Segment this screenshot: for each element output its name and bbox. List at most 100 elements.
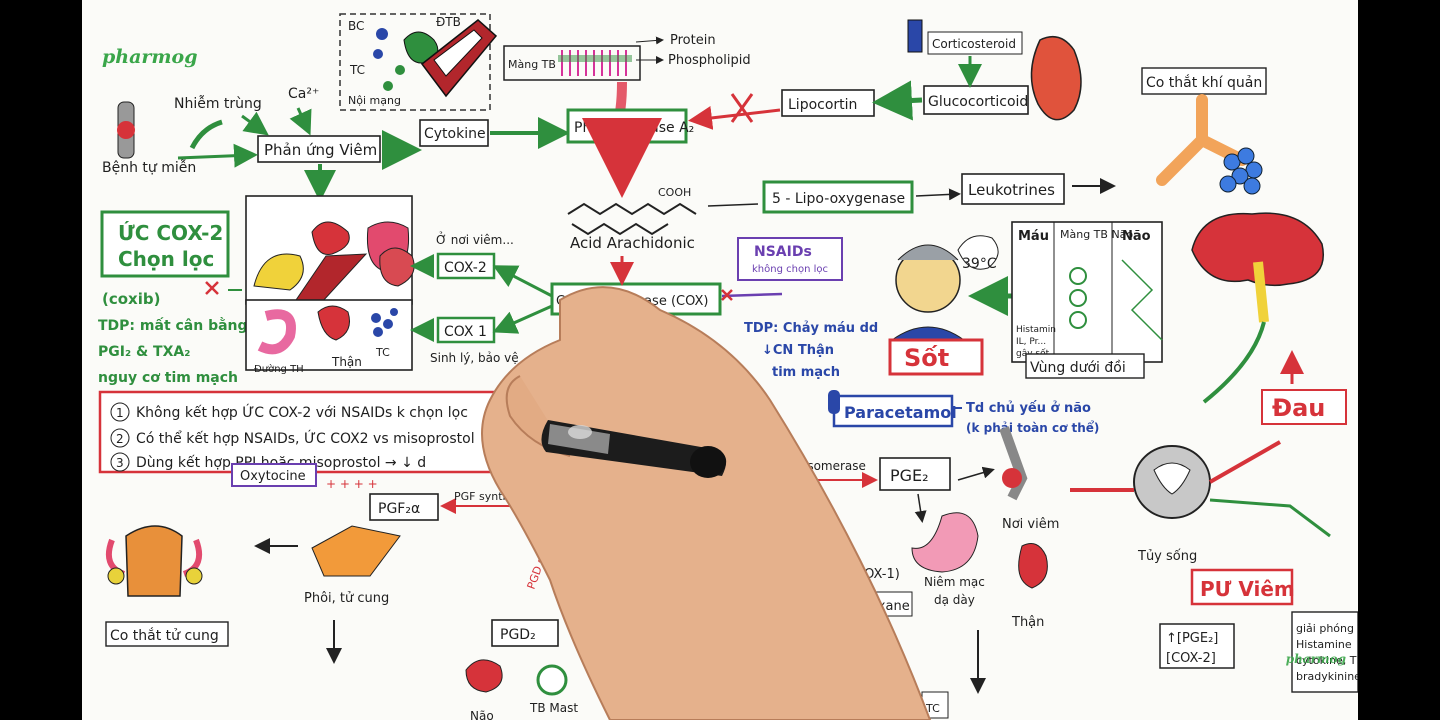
label-isomerase: isomerase (804, 459, 866, 473)
paracetamol-panel: Paracetamol Td chủ yếu ở não (k phải toà… (828, 390, 1099, 435)
label-tdp-right-1: TDP: Chảy máu dd (744, 321, 878, 336)
svg-text:2: 2 (116, 432, 124, 446)
fever-panel: 39°C Sốt Máu Màng TB Não Não Histamin IL… (888, 221, 1163, 379)
pharmog-watermark: pharmog (1285, 652, 1346, 666)
notes-panel: 1 2 3 Không kết hợp ỨC COX-2 với NSAIDs … (98, 390, 538, 474)
label-pge2b: ↑[PGE₂] (1166, 631, 1218, 646)
label-k-phai: (k phải toàn cơ thể) (966, 420, 1099, 435)
phospholipase-row: Phospholipase A₂ Lipocortin Glucocortico… (566, 19, 1082, 198)
label-pgi-txa: PGI₂ & TXA₂ (98, 344, 190, 360)
label-bc: BC (348, 19, 364, 33)
arachidonic-acid: COOH Acid Arachidonic 5 - Lipo-oxygenase… (567, 173, 1116, 286)
label-nao2: Não (470, 709, 494, 720)
label-giai-phong-1: Histamine (1296, 638, 1352, 651)
box-vung-duoi-doi: Vùng dưới đồi (1030, 359, 1126, 376)
pgf-uterus: Oxytocine + + + + PGF₂α PGF synthase Phô… (105, 463, 532, 664)
label-tuy-song: Tủy sống (1137, 549, 1197, 564)
label-coxib: (coxib) (102, 290, 160, 308)
pharmog-logo: pharmog (102, 46, 198, 68)
pge2-branch: isomerase PGE₂ Nơi viêm Niêm mạc dạ dày … (804, 426, 1059, 719)
box-phan-ung-viem: Phản ứng Viêm (264, 141, 377, 159)
label-duong-th: Đường TH (254, 363, 304, 375)
label-nguy-co: nguy cơ tim mạch (98, 370, 238, 386)
bronchi-illustration: Co thắt khí quản (1141, 67, 1267, 195)
label-phospholipid: Phospholipid (668, 53, 751, 68)
label-mang-tb: Màng TB (508, 58, 556, 71)
box-glucocorticoid: Glucocorticoid (928, 94, 1028, 110)
box-co-that-tu-cung: Co thắt tử cung (110, 627, 219, 644)
label-dtb: ĐTB (436, 15, 461, 29)
label-sot: Sốt (904, 344, 949, 372)
note-3: Dùng kết hợp PPI hoặc misoprostol → ↓ d (136, 454, 426, 471)
label-benh-tu-mien: Bệnh tự miễn (102, 159, 196, 176)
box-cox2: COX-2 (444, 260, 487, 276)
box-lipocortin: Lipocortin (788, 97, 857, 113)
label-nsaids: NSAIDs (754, 244, 812, 260)
label-ca: Ca²⁺ (288, 86, 319, 102)
label-tc2: TC (375, 346, 390, 359)
label-tdp-left: TDP: mất cân bằng (98, 317, 248, 334)
svg-text:+ + + +: + + + + (326, 477, 378, 491)
label-pu-viem: PƯ Viêm (1200, 577, 1295, 601)
box-cytokine: Cytokine (424, 126, 486, 142)
label-phoi-tu-cung: Phôi, tử cung (304, 591, 389, 606)
label-uc-cox2: ỨC COX-2 (118, 221, 223, 245)
label-dau: Đau (1272, 394, 1325, 422)
box-cyclo-oxygenase: Cyclo-oxygenase (COX) (556, 294, 708, 309)
label-nao: Não (1122, 229, 1151, 244)
whiteboard-drawing: BC ĐTB TC Nội mạng Màng TB Protein Phosp… (82, 0, 1358, 720)
label-temp: 39°C (962, 256, 997, 272)
box-corticosteroid: Corticosteroid (932, 37, 1016, 51)
spinal-cord: Tủy sống PƯ Viêm ↑[PGE₂] [COX-2] giải ph… (1070, 440, 1358, 693)
label-o-noi-viem: Ở nơi viêm... (436, 231, 514, 247)
label-giai-phong-3: bradykinine... (1296, 670, 1358, 683)
svg-text:1: 1 (116, 406, 124, 420)
label-cox1b: (COX-1) (850, 567, 900, 582)
label-chon-loc: Chọn lọc (118, 247, 214, 271)
cell-illustration: BC ĐTB TC Nội mạng Màng TB Protein Phosp… (339, 13, 751, 130)
uterus-tissue (311, 525, 401, 577)
label-sinh-ly: Sinh lý, bảo vệ (430, 351, 519, 365)
label-da-day: dạ dày (934, 593, 975, 607)
label-tc3: TC (925, 702, 940, 715)
box-co-that-khi-quan: Co thắt khí quản (1146, 74, 1262, 91)
label-tdp-right-2: ↓CN Thận (762, 343, 834, 358)
label-nhiem-trung: Nhiễm trùng (174, 95, 262, 112)
label-pgd-synthase: PGD synthase (525, 514, 564, 591)
box-leukotrines: Leukotrines (968, 181, 1055, 199)
label-giai-phong-2: cytokine, TNF (1296, 654, 1358, 667)
label-td-chu-yeu: Td chủ yếu ở não (966, 401, 1091, 416)
label-niem-mac: Niêm mạc (924, 575, 985, 589)
label-il: IL, Pr... (1016, 337, 1046, 347)
label-khong-chon-loc: không chọn lọc (752, 263, 828, 275)
box-pgd2: PGD₂ (500, 627, 536, 643)
box-pgf2a: PGF₂α (378, 501, 420, 517)
box-cox1: COX 1 (444, 324, 487, 340)
label-cooh: COOH (658, 186, 691, 199)
label-mau: Máu (1018, 229, 1049, 244)
label-noi-viem: Nơi viêm (1002, 517, 1059, 532)
brain-illustration: Đau (1191, 212, 1347, 425)
note-2: Có thể kết hợp NSAIDs, ỨC COX2 vs misopr… (136, 429, 475, 447)
label-than2: Thận (1011, 615, 1044, 630)
label-tb-mast: TB Mast (529, 701, 578, 715)
nsaids-panel: NSAIDs không chọn lọc TDP: Chảy máu dd ↓… (721, 237, 878, 380)
label-tdp-right-3: tim mạch (772, 365, 840, 380)
svg-text:3: 3 (116, 456, 124, 470)
box-oxytocine: Oxytocine (240, 469, 306, 484)
label-giai-phong-0: giải phóng (1296, 622, 1354, 635)
box-lipo-oxygenase: 5 - Lipo-oxygenase (772, 191, 905, 207)
box-pge2: PGE₂ (890, 466, 929, 485)
label-histamine: Histamin (1016, 325, 1056, 335)
box-paracetamol: Paracetamol (844, 403, 957, 422)
pgd2-branch: PGD synthase PGD₂ TB Mast Não (465, 514, 578, 720)
inflammation-causes: Bệnh tự miễn Nhiễm trùng Ca²⁺ Phản ứng V… (102, 86, 570, 202)
label-mang-tb-nao: Màng TB Não (1060, 228, 1133, 241)
label-than: Thận (331, 355, 362, 369)
pharmacology-mindmap: BC ĐTB TC Nội mạng Màng TB Protein Phosp… (98, 13, 1358, 720)
label-protein: Protein (670, 33, 716, 48)
label-tc: TC (349, 63, 365, 77)
label-pgf-synthase: PGF synthase (454, 490, 529, 503)
label-noi-mang: Nội mạng (348, 94, 401, 107)
note-1: Không kết hợp ỨC COX-2 với NSAIDs k chọn… (136, 403, 468, 421)
